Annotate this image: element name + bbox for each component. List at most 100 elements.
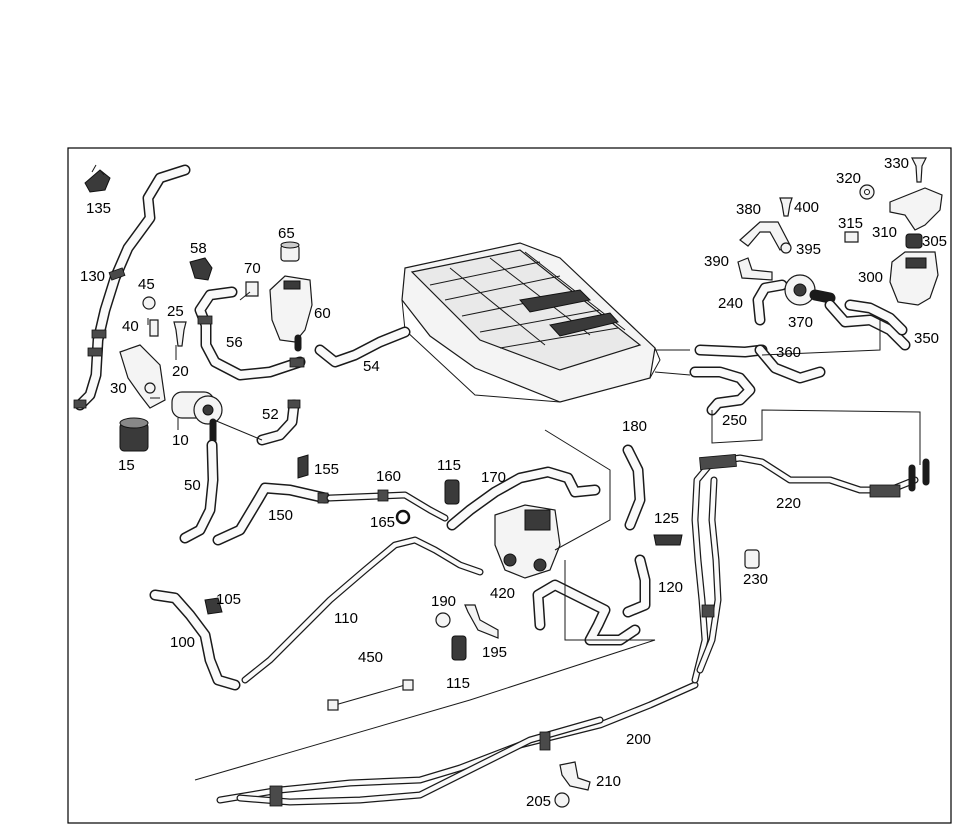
callout-45: 45 <box>138 276 155 293</box>
callout-105: 105 <box>216 591 241 608</box>
callout-155: 155 <box>314 461 339 478</box>
callout-300: 300 <box>858 269 883 286</box>
callout-315: 315 <box>838 215 863 232</box>
callout-220: 220 <box>776 495 801 512</box>
sleeve-15 <box>119 417 149 452</box>
hose-360 <box>754 344 826 384</box>
hose-170 <box>446 466 601 531</box>
bolt-40 <box>149 319 159 337</box>
callout-360: 360 <box>776 344 801 361</box>
callout-125: 125 <box>654 510 679 527</box>
pump-370 <box>784 274 836 306</box>
clip-115-upper <box>444 479 460 505</box>
hose-56 <box>194 286 306 381</box>
sleeve-230 <box>744 549 760 569</box>
callout-20: 20 <box>172 363 189 380</box>
callout-70: 70 <box>244 260 261 277</box>
hose-350 <box>761 299 911 356</box>
pipe-200 <box>194 560 699 807</box>
callout-10: 10 <box>172 432 189 449</box>
hose-250 <box>654 344 921 465</box>
callout-135: 135 <box>86 200 111 217</box>
cable-450 <box>327 679 414 711</box>
pipe-110 <box>241 536 484 684</box>
nut-395 <box>780 242 792 254</box>
bracket-390 <box>737 257 773 281</box>
hose-100 <box>149 589 241 691</box>
callout-450: 450 <box>358 649 383 666</box>
hose-120 <box>532 554 651 646</box>
callout-250: 250 <box>722 412 747 429</box>
pump-10 <box>171 391 223 444</box>
callout-60: 60 <box>314 305 331 322</box>
hose-240 <box>752 279 788 326</box>
cap-65 <box>280 241 300 262</box>
valve-block-420 <box>494 429 611 579</box>
callout-205: 205 <box>526 793 551 810</box>
callout-labels: 135 130 45 40 25 30 20 15 10 58 56 70 65… <box>80 155 947 810</box>
pipe-160 <box>326 489 449 522</box>
callout-190: 190 <box>431 593 456 610</box>
hose-180 <box>622 444 646 531</box>
callout-230: 230 <box>743 571 768 588</box>
callout-380: 380 <box>736 201 761 218</box>
cap-305 <box>905 233 923 249</box>
callout-400: 400 <box>794 199 819 216</box>
callout-370: 370 <box>788 314 813 331</box>
callout-56: 56 <box>226 334 243 351</box>
callout-305: 305 <box>922 233 947 250</box>
callout-130: 130 <box>80 268 105 285</box>
nut-205 <box>554 792 570 808</box>
callout-170: 170 <box>481 469 506 486</box>
clip-125 <box>653 534 683 546</box>
hose-130 <box>73 164 191 411</box>
bolt-25 <box>173 321 187 347</box>
reservoir-60 <box>269 275 313 352</box>
callout-100: 100 <box>170 634 195 651</box>
hose-52 <box>256 399 301 446</box>
callout-160: 160 <box>376 468 401 485</box>
callout-115-lower: 115 <box>446 675 470 692</box>
callout-120: 120 <box>658 579 683 596</box>
callout-65: 65 <box>278 225 295 242</box>
bolt-315 <box>844 231 859 243</box>
diagram-frame <box>67 147 952 824</box>
clip-58 <box>189 257 213 281</box>
battery-pack <box>401 242 661 403</box>
callout-195: 195 <box>482 644 507 661</box>
pipe-220 <box>691 454 930 684</box>
ring-165 <box>395 509 411 525</box>
callout-40: 40 <box>122 318 139 335</box>
nut-45 <box>142 296 156 310</box>
callout-310: 310 <box>872 224 897 241</box>
bolt-400 <box>779 197 793 217</box>
hose-150 <box>212 482 331 546</box>
callout-25: 25 <box>167 303 184 320</box>
callout-52: 52 <box>262 406 279 423</box>
callout-350: 350 <box>914 330 939 347</box>
callout-320: 320 <box>836 170 861 187</box>
callout-395: 395 <box>796 241 821 258</box>
clip-155 <box>297 454 309 479</box>
callout-15: 15 <box>118 457 135 474</box>
clip-115-lower <box>451 635 467 661</box>
callout-200: 200 <box>626 731 651 748</box>
callout-30: 30 <box>110 380 127 397</box>
callout-240: 240 <box>718 295 743 312</box>
bracket-135 <box>84 164 111 193</box>
bracket-195 <box>464 604 499 639</box>
callout-110: 110 <box>334 610 358 627</box>
bolt-330 <box>911 157 927 183</box>
bracket-310 <box>889 187 943 231</box>
reservoir-300 <box>889 251 939 306</box>
bracket-20-30 <box>119 344 166 409</box>
callout-180: 180 <box>622 418 647 435</box>
nut-190 <box>435 612 451 628</box>
callout-50: 50 <box>184 477 201 494</box>
bracket-380 <box>739 221 791 251</box>
callout-165: 165 <box>370 514 395 531</box>
callout-390: 390 <box>704 253 729 270</box>
hose-50 <box>179 439 219 544</box>
bracket-210 <box>559 761 591 791</box>
